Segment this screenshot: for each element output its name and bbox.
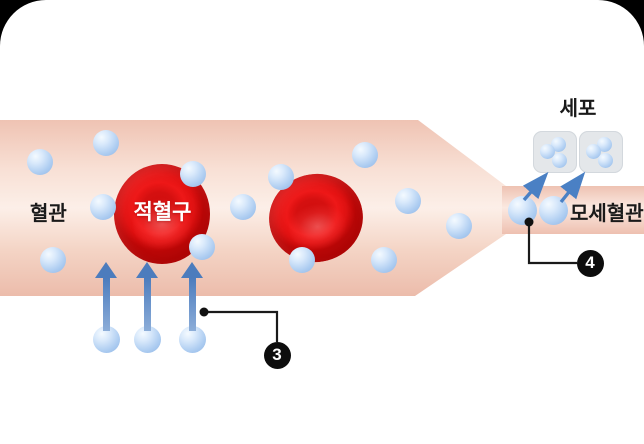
- blood-vessel-label: 혈관: [30, 203, 67, 225]
- oxygen-molecule: [446, 213, 472, 239]
- marker-4-badge: 4: [576, 249, 604, 277]
- oxygen-molecule: [27, 149, 53, 175]
- oxygen-to-cell-arrow-1: [522, 171, 549, 202]
- diffusion-arrow-up: [136, 262, 158, 331]
- oxygen-molecule: [371, 247, 397, 273]
- oxygen-molecule: [539, 143, 555, 159]
- arrow-shaft: [102, 278, 110, 331]
- marker-3-number: 3: [272, 345, 282, 364]
- callout-line-3: [204, 310, 279, 342]
- capillary-label: 모세혈관: [570, 203, 644, 225]
- oxygen-molecule: [352, 142, 378, 168]
- oxygen-molecule: [230, 194, 256, 220]
- oxygen-molecule: [189, 234, 215, 260]
- oxygen-molecule: [289, 247, 315, 273]
- oxygen-molecule: [40, 247, 66, 273]
- oxygen-molecule: [268, 164, 294, 190]
- oxygen-molecule: [597, 152, 613, 168]
- oxygen-molecule: [90, 194, 116, 220]
- oxygen-molecule: [180, 161, 206, 187]
- callout-dot-3: [199, 307, 209, 317]
- body-cell-2: [579, 131, 623, 173]
- arrow-shaft: [143, 278, 151, 331]
- diffusion-arrow-up: [181, 262, 203, 331]
- callout-line-4: [527, 224, 577, 265]
- arrow-head: [181, 262, 203, 278]
- marker-4-number: 4: [585, 253, 595, 272]
- arrow-head: [95, 262, 117, 278]
- oxygen-molecule: [551, 152, 567, 168]
- marker-3-badge: 3: [263, 341, 291, 369]
- diffusion-arrow-up: [95, 262, 117, 331]
- red-blood-cell-label: 적혈구: [133, 201, 192, 224]
- arrow-shaft: [188, 278, 196, 331]
- oxygen-molecule: [395, 188, 421, 214]
- callout-dot-4: [524, 217, 534, 227]
- oxygen-molecule: [585, 143, 601, 159]
- cell-label: 세포: [559, 98, 597, 120]
- body-cell-1: [533, 131, 577, 173]
- oxygen-to-cell-arrow-2: [559, 171, 586, 204]
- oxygen-molecule: [93, 130, 119, 156]
- arrow-head: [136, 262, 158, 278]
